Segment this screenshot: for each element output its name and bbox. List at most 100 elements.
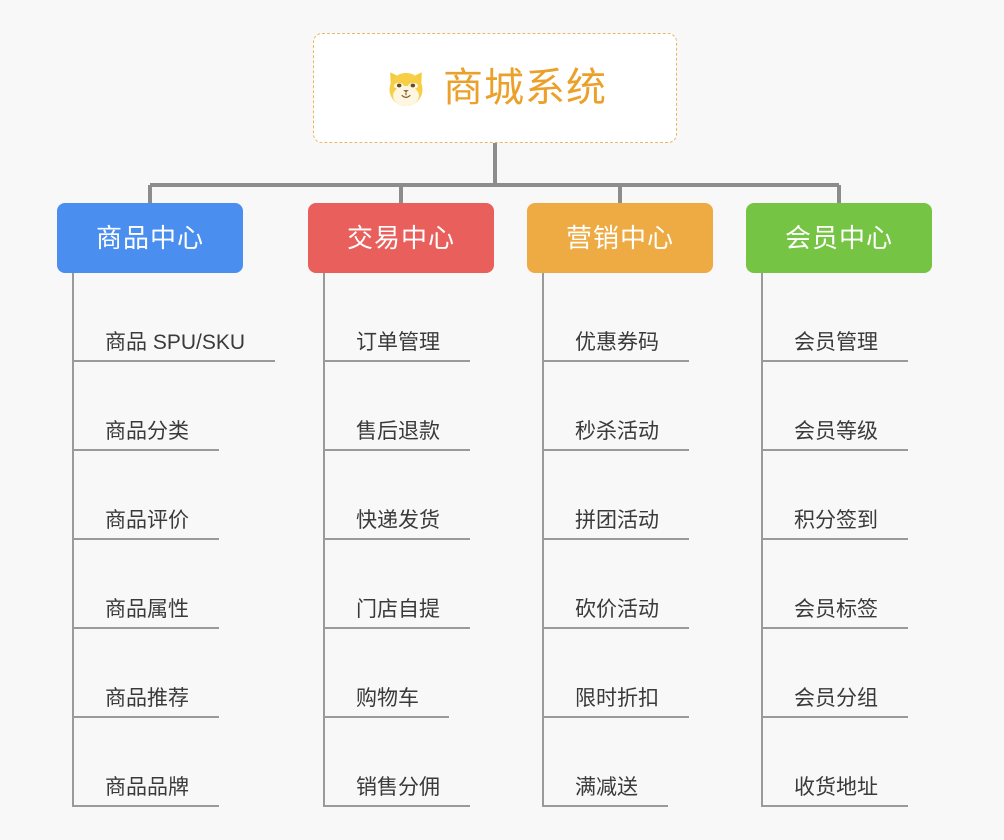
- leaf-item[interactable]: 积分签到: [761, 451, 932, 540]
- leaf-underline: [542, 538, 689, 540]
- leaf-label: 售后退款: [356, 420, 440, 443]
- leaf-item[interactable]: 收货地址: [761, 718, 932, 807]
- leaf-underline: [542, 716, 689, 718]
- leaf-trunk-line: [72, 718, 74, 807]
- leaf-item[interactable]: 快递发货: [323, 451, 494, 540]
- leaf-trunk-line: [542, 362, 544, 451]
- leaf-label: 商品评价: [105, 509, 189, 532]
- leaf-trunk-line: [323, 362, 325, 451]
- leaf-label: 限时折扣: [575, 687, 659, 710]
- leaf-trunk-line: [72, 362, 74, 451]
- leaf-label: 收货地址: [794, 776, 878, 799]
- leaf-underline: [72, 538, 219, 540]
- leaf-trunk-line: [323, 451, 325, 540]
- leaf-label: 会员等级: [794, 420, 878, 443]
- leaf-label: 商品推荐: [105, 687, 189, 710]
- category-box-marketing-center[interactable]: 营销中心: [527, 203, 713, 273]
- leaf-item[interactable]: 商品推荐: [72, 629, 243, 718]
- leaf-item[interactable]: 满减送: [542, 718, 713, 807]
- leaf-underline: [761, 360, 908, 362]
- leaf-trunk-line: [323, 629, 325, 718]
- leaf-item[interactable]: 订单管理: [323, 273, 494, 362]
- category-label: 交易中心: [346, 223, 455, 253]
- root-title: 商城系统: [443, 66, 607, 110]
- leaf-trunk-line: [72, 629, 74, 718]
- leaf-trunk-line: [761, 273, 763, 362]
- leaf-underline: [542, 449, 689, 451]
- leaf-label: 优惠券码: [575, 331, 659, 354]
- leaf-label: 商品分类: [105, 420, 189, 443]
- leaf-label: 门店自提: [356, 598, 440, 621]
- leaf-underline: [323, 449, 470, 451]
- leaf-label: 拼团活动: [575, 509, 659, 532]
- leaf-label: 购物车: [356, 687, 419, 710]
- root-node[interactable]: 商城系统: [313, 33, 677, 143]
- column-trade-center: 交易中心订单管理售后退款快递发货门店自提购物车销售分佣: [308, 203, 494, 807]
- leaf-label: 快递发货: [356, 509, 440, 532]
- leaf-item[interactable]: 优惠券码: [542, 273, 713, 362]
- leaf-item[interactable]: 销售分佣: [323, 718, 494, 807]
- leaf-underline: [323, 805, 470, 807]
- leaf-trunk-line: [323, 273, 325, 362]
- leaf-item[interactable]: 会员标签: [761, 540, 932, 629]
- leaf-item[interactable]: 拼团活动: [542, 451, 713, 540]
- leaf-label: 秒杀活动: [575, 420, 659, 443]
- leaf-list: 优惠券码秒杀活动拼团活动砍价活动限时折扣满减送: [542, 273, 713, 807]
- leaf-item[interactable]: 商品分类: [72, 362, 243, 451]
- leaf-label: 会员管理: [794, 331, 878, 354]
- leaf-label: 销售分佣: [356, 776, 440, 799]
- leaf-item[interactable]: 商品评价: [72, 451, 243, 540]
- category-box-product-center[interactable]: 商品中心: [57, 203, 243, 273]
- category-box-trade-center[interactable]: 交易中心: [308, 203, 494, 273]
- leaf-item[interactable]: 会员等级: [761, 362, 932, 451]
- leaf-label: 满减送: [575, 776, 638, 799]
- leaf-trunk-line: [761, 362, 763, 451]
- leaf-item[interactable]: 限时折扣: [542, 629, 713, 718]
- shiba-dog-face-icon: [389, 72, 423, 106]
- leaf-item[interactable]: 商品属性: [72, 540, 243, 629]
- category-label: 会员中心: [784, 223, 893, 253]
- leaf-underline: [72, 627, 219, 629]
- category-box-member-center[interactable]: 会员中心: [746, 203, 932, 273]
- leaf-list: 商品 SPU/SKU 商品分类商品评价商品属性商品推荐商品品牌: [72, 273, 275, 807]
- leaf-trunk-line: [72, 273, 74, 362]
- leaf-trunk-line: [761, 540, 763, 629]
- leaf-label: 会员标签: [794, 598, 878, 621]
- leaf-underline: [72, 360, 275, 362]
- leaf-underline: [761, 627, 908, 629]
- leaf-underline: [761, 716, 908, 718]
- leaf-item[interactable]: 会员管理: [761, 273, 932, 362]
- leaf-item[interactable]: 门店自提: [323, 540, 494, 629]
- leaf-underline: [542, 805, 668, 807]
- leaf-item[interactable]: 砍价活动: [542, 540, 713, 629]
- column-marketing-center: 营销中心优惠券码秒杀活动拼团活动砍价活动限时折扣满减送: [527, 203, 713, 807]
- leaf-trunk-line: [542, 451, 544, 540]
- leaf-underline: [761, 538, 908, 540]
- leaf-underline: [323, 538, 470, 540]
- leaf-item[interactable]: 商品 SPU/SKU: [72, 273, 275, 362]
- category-label: 营销中心: [565, 223, 674, 253]
- leaf-underline: [72, 716, 219, 718]
- category-label: 商品中心: [95, 223, 204, 253]
- leaf-item[interactable]: 秒杀活动: [542, 362, 713, 451]
- leaf-trunk-line: [761, 629, 763, 718]
- leaf-trunk-line: [72, 540, 74, 629]
- leaf-trunk-line: [72, 451, 74, 540]
- leaf-item[interactable]: 售后退款: [323, 362, 494, 451]
- leaf-trunk-line: [542, 540, 544, 629]
- leaf-list: 会员管理会员等级积分签到会员标签会员分组收货地址: [761, 273, 932, 807]
- leaf-underline: [323, 716, 449, 718]
- leaf-label: 订单管理: [356, 331, 440, 354]
- leaf-item[interactable]: 商品品牌: [72, 718, 243, 807]
- leaf-label: 砍价活动: [575, 598, 659, 621]
- leaf-item[interactable]: 会员分组: [761, 629, 932, 718]
- leaf-trunk-line: [542, 629, 544, 718]
- leaf-underline: [72, 805, 219, 807]
- leaf-underline: [72, 449, 219, 451]
- leaf-item[interactable]: 购物车: [323, 629, 494, 718]
- leaf-underline: [761, 449, 908, 451]
- leaf-list: 订单管理售后退款快递发货门店自提购物车销售分佣: [323, 273, 494, 807]
- leaf-underline: [542, 360, 689, 362]
- leaf-trunk-line: [761, 718, 763, 807]
